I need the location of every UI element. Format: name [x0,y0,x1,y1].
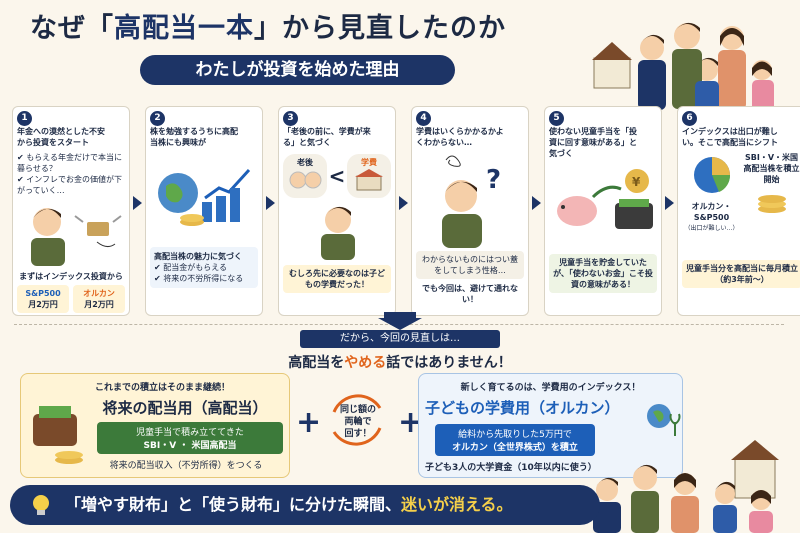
step-card-4: 4学費はいくらかかるかよくわからない… ? わからないものにはつい蓋をしてしまう… [411,106,529,316]
step-number: 3 [283,111,298,126]
center-line: 回す！ [344,429,372,439]
yen-text: ¥ [632,175,641,189]
elderly-couple-icon [289,171,322,189]
chip-line: 児童手当で積み立ててきた [136,428,244,438]
chart-sublabel: （出口が難しい…） [684,225,739,232]
step-line: ✔ 将来の不労所得になる [154,274,244,283]
step-heading: 「老後の前に、学費が来る」と気づく [283,127,371,147]
step-line: ✔ 配当金がもらえる [154,263,228,272]
step-number: 4 [416,111,431,126]
bottom-text: 「増やす財布」と「使う財布」に分けた瞬間、 [65,495,402,514]
step-note: まずはインデックス投資から [19,272,123,281]
down-arrow-icon [378,312,422,330]
step-card-6: 6インデックスは出口が難しい。そこで高配当にシフト オルカン・S&P500 （出… [677,106,800,316]
box-chip: 児童手当で積み立ててきた SBI・V ・ 米国高配当 [97,422,283,454]
cycle-arrows-icon [332,394,382,446]
fund-name: S&P500 [25,289,61,298]
box-foot: 将来の配当収入（不労所得）をつくる [109,461,263,471]
shift-label: SBI・V・米国高配当株を積立開始 [743,153,800,184]
step-note: むしろ先に必要なのは子どもの学費だった！ [283,265,391,293]
wallet-coins-illustration [33,406,83,464]
step-note: 児童手当分を高配当に毎月積立（約3年前〜） [682,260,800,288]
family-house-illustration [593,440,779,533]
globe-growth-illustration [158,168,251,226]
step-note: 児童手当を貯金していたが、「使わないお金」こそ投資の意味がある！ [549,254,657,293]
label-tuition: 学費 [360,158,377,167]
fund-name: オルカン [83,289,115,298]
step-card-5: 5使わない児童手当を「投資に回す意味がある」と気づく ¥ 児童手当を貯金していた… [544,106,662,316]
step-note: わからないものにはつい蓋をしてしまう性格… [422,255,518,275]
step-card-1: 1年金への漠然とした不安から投資をスタート ✔ もらえる年金だけで本当に暮らせる… [12,106,130,316]
chip-line: SBI・V ・ 米国高配当 [143,441,237,451]
step-heading: インデックスは出口が難しい。そこで高配当にシフト [682,127,778,147]
title-highlight: 高配当一本 [114,13,254,44]
step-heading: 学費はいくらかかるかよくわからない… [416,127,504,147]
page-title: なぜ「高配当一本」から見直したのか [30,13,506,44]
center-line: 両輪で [344,417,372,427]
step-number: 1 [17,111,32,126]
family-illustration [592,22,774,113]
mid-banner: だから、今回の見直しは… [300,330,500,348]
globe-plant-icon [647,404,681,436]
coin-stack-icon [757,195,786,213]
arrow-icon [665,196,674,210]
confused-man-illustration: ? [442,155,501,248]
bottom-highlight: 迷いが消える。 [401,495,513,514]
step-line: ✔ もらえる年金だけで本当に暮らせる？ [17,153,123,173]
box-top-label: これまでの積立はそのまま継続！ [95,383,231,393]
box-title: 将来の配当用（高配当） [102,399,268,417]
arrow-icon [266,196,275,210]
school-icon [354,169,383,191]
mid-headline: 高配当をやめる話ではありません！ [288,355,512,371]
step-number: 5 [549,111,564,126]
step-line: 高配当株の魅力に気づく [154,252,242,261]
worried-man-illustration [31,208,122,266]
fund-sp500: S&P500 月2万円 [17,285,69,313]
step-heading: 年金への漠然とした不安から投資をスタート [17,127,105,147]
step-card-3: 3「老後の前に、学費が来る」と気づく 老後 < 学費 むしろ先に必要なのは子ども… [278,106,396,316]
box-title: 子どもの学費用（オルカン） [425,399,620,417]
bottom-banner: 「増やす財布」と「使う財布」に分けた瞬間、迷いが消える。 [10,485,600,525]
arrow-icon [399,196,408,210]
fund-amount: 月2万円 [28,300,58,309]
step-number: 6 [682,111,697,126]
center-text: 同じ額の両輪で回す！ [330,404,386,440]
chip-line: 給料から先取りした5万円で [458,430,572,440]
less-than-icon: < [328,163,346,188]
step-heading: 使わない児童手当を「投資に回す意味がある」と気づく [549,127,637,158]
pie-chart-icon [693,157,730,193]
steps-row: 1年金への漠然とした不安から投資をスタート ✔ もらえる年金だけで本当に暮らせる… [12,106,800,316]
fund-amount: 月2万円 [84,300,114,309]
svg-text:?: ? [486,165,501,195]
step-card-2: 2株を勉強するうちに高配当株にも興味が 高配当株の魅力に気づく ✔ 配当金がもら… [145,106,263,316]
fund-orkan: オルカン月2万円 [73,285,125,313]
step-note-2: でも今回は、避けて通れない！ [422,284,518,304]
center-line: 同じ額の [339,405,376,415]
chip-line: オルカン（全世界株式）を積立 [452,443,578,453]
arrow-icon [532,196,541,210]
thinking-man-illustration [321,206,355,260]
step-number: 2 [150,111,165,126]
subtitle-banner: わたしが投資を始めた理由 [140,55,455,85]
dividend-box: これまでの積立はそのまま継続！ 将来の配当用（高配当） 児童手当で積み立ててきた… [20,373,290,478]
plus-icon: + [296,405,322,440]
step-heading: 株を勉強するうちに高配当株にも興味が [150,127,238,147]
highlight-text: やめる [344,355,387,371]
lightbulb-icon [33,495,49,515]
box-chip: 給料から先取りした5万円でオルカン（全世界株式）を積立 [435,424,595,456]
box-foot: 子ども3人の大学資金（10年以内に使う） [425,463,597,473]
step-line: ✔ インフレでお金の価値が下がっていく… [17,175,123,195]
piggy-bank-wallet-illustration: ¥ [557,169,653,229]
arrow-icon [133,196,142,210]
box-top-label: 新しく育てるのは、学費用のインデックス！ [460,383,641,393]
tuition-box: 新しく育てるのは、学費用のインデックス！ 子どもの学費用（オルカン） 給料から先… [418,373,683,478]
chart-label: オルカン・S&P500 [691,202,732,222]
label-elderly: 老後 [297,158,313,167]
